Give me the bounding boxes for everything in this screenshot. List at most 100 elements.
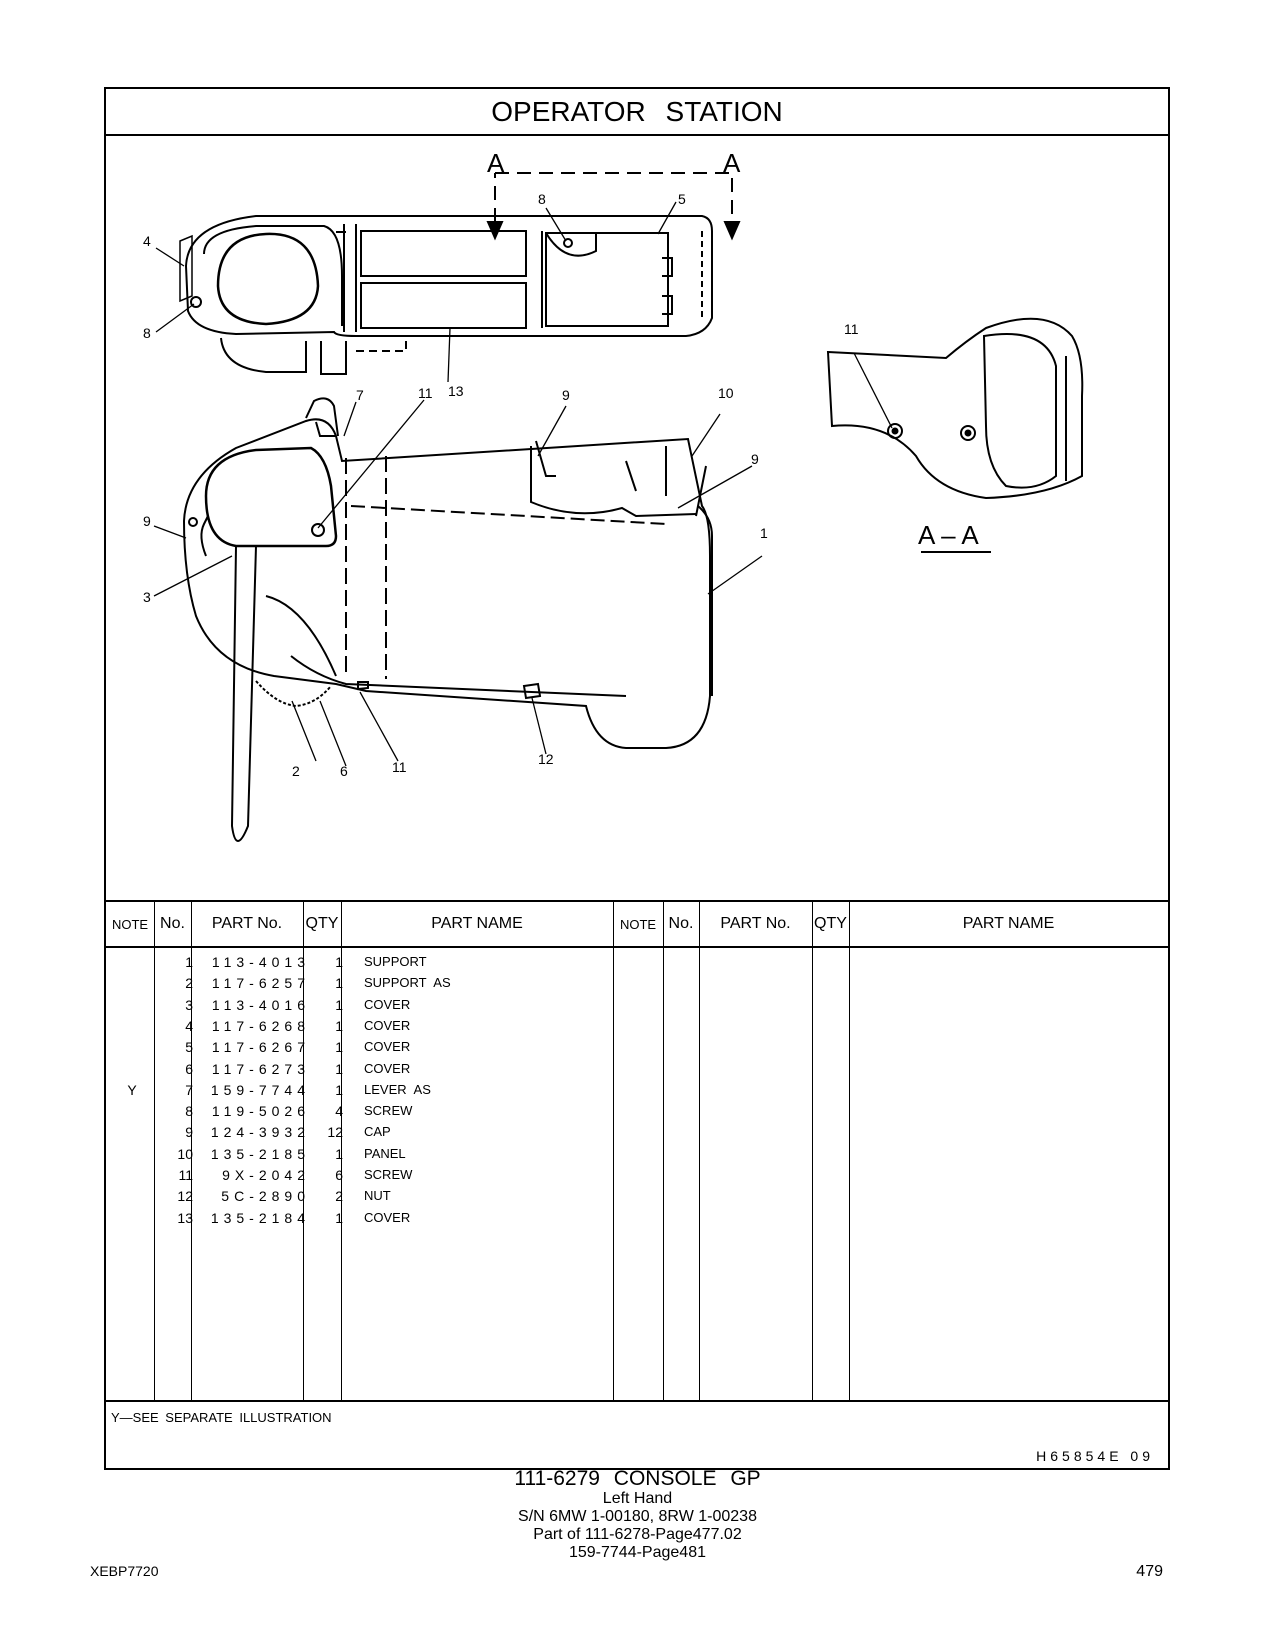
col-header-note-right: NOTE [619, 916, 657, 932]
console-drawing: A A A – A 4 8 8 5 13 7 11 9 10 9 9 3 1 2… [143, 148, 1084, 842]
footnote-area: Y—SEE SEPARATE ILLUSTRATION H65854E 09 [106, 1400, 1168, 1470]
section-marker-left: A [487, 148, 505, 178]
row-quantity: 1 [335, 954, 343, 970]
row-part-number: 119-5026 [211, 1103, 310, 1120]
col-divider [812, 902, 813, 1400]
col-divider [191, 902, 192, 1400]
col-header-qty: QTY [305, 915, 339, 932]
row-number: 8 [185, 1103, 193, 1120]
col-header-part-name-right: PART NAME [962, 915, 1055, 932]
col-header-qty-right: QTY [814, 915, 847, 932]
section-line [494, 172, 733, 222]
col-header-part-name: PART NAME [431, 915, 523, 932]
row-part-name: SUPPORT AS [364, 975, 451, 991]
row-part-name: PANEL [364, 1145, 406, 1161]
row-quantity: 1 [335, 975, 343, 992]
row-quantity: 1 [335, 1017, 343, 1034]
row-part-number: 113-4013 [211, 954, 310, 970]
row-quantity: 1 [335, 1145, 343, 1162]
col-header-part-no: PART No. [211, 915, 283, 932]
row-quantity: 1 [335, 996, 343, 1013]
row-part-name: SCREW [364, 1167, 413, 1182]
page-number: 479 [1136, 1563, 1163, 1580]
row-part-name: LEVER AS [364, 1081, 431, 1097]
section-marker-right: A [723, 148, 741, 178]
console-illustration: A A A – A 4 8 8 5 13 7 11 9 10 9 9 3 1 2… [106, 136, 1168, 900]
callout-11-upper: 11 [418, 385, 433, 401]
table-row: 8 119-5026 4 SCREW [106, 1101, 1168, 1123]
group-serials: S/N 6MW 1-00180, 8RW 1-00238 [518, 1508, 757, 1525]
group-parent-ref: Part of 111-6278-Page477.02 [533, 1526, 742, 1543]
callout-5: 5 [678, 191, 686, 207]
table-row: 10 135-2185 1 PANEL [106, 1144, 1168, 1166]
row-part-name: CAP [364, 1124, 391, 1140]
callout-8-top: 8 [143, 325, 151, 341]
section-aa-view [826, 317, 1084, 553]
row-part-number: 9X-2042 [222, 1167, 310, 1183]
col-header-no-right: No. [668, 915, 694, 932]
group-side: Left Hand [602, 1490, 673, 1507]
row-number: 3 [185, 996, 193, 1013]
console-top-view [179, 215, 713, 375]
section-label: A – A [918, 520, 979, 550]
lever-rod [230, 545, 257, 842]
row-number: 6 [185, 1060, 193, 1077]
row-quantity: 1 [335, 1039, 343, 1056]
callout-6: 6 [340, 763, 348, 779]
row-quantity: 4 [335, 1103, 343, 1120]
row-number: 11 [178, 1167, 193, 1183]
row-part-name: COVER [364, 1209, 411, 1225]
callout-leaders [153, 201, 893, 767]
row-part-name: SCREW [364, 1103, 413, 1119]
callout-11-lower: 11 [392, 759, 407, 775]
console-side-view [182, 397, 713, 842]
row-quantity: 6 [335, 1167, 343, 1183]
callout-12: 12 [538, 751, 554, 767]
row-quantity: 1 [335, 1060, 343, 1077]
group-title: 111-6279 CONSOLE GP [514, 1467, 761, 1490]
table-row: 11 9X-2042 6 SCREW [106, 1165, 1168, 1187]
row-number: 4 [185, 1017, 193, 1034]
callout-4: 4 [143, 233, 151, 249]
section-arrow-right [723, 221, 741, 241]
row-number: 5 [185, 1039, 193, 1056]
row-part-name: COVER [364, 1017, 411, 1033]
callout-9-left: 9 [143, 513, 151, 529]
row-part-name: COVER [364, 1060, 411, 1076]
row-part-number: 117-6268 [211, 1017, 310, 1034]
row-note: Y [127, 1081, 137, 1098]
row-quantity: 12 [327, 1124, 343, 1141]
row-part-number: 124-3932 [210, 1124, 310, 1141]
row-part-number: 117-6257 [211, 975, 310, 992]
row-part-number: 117-6273 [211, 1060, 310, 1077]
callout-13: 13 [448, 383, 464, 399]
callout-10: 10 [718, 385, 734, 401]
row-part-number: 159-7744 [210, 1081, 310, 1098]
col-divider [613, 902, 614, 1400]
row-part-name: SUPPORT [364, 954, 427, 969]
table-row: 5 117-6267 1 COVER [106, 1037, 1168, 1059]
illustration-code: H65854E 09 [1036, 1448, 1154, 1464]
col-header-part-no-right: PART No. [720, 915, 791, 932]
row-number: 13 [177, 1209, 193, 1226]
row-part-number: 5C-2890 [221, 1188, 310, 1205]
callout-3: 3 [143, 589, 151, 605]
row-number: 10 [177, 1145, 193, 1162]
col-divider [154, 902, 155, 1400]
row-part-number: 135-2185 [210, 1145, 310, 1162]
col-header-no: No. [160, 915, 185, 932]
row-part-number: 135-2184 [210, 1209, 310, 1226]
row-part-number: 113-4016 [211, 996, 310, 1013]
row-quantity: 2 [335, 1188, 343, 1205]
header-divider [106, 946, 1168, 948]
row-part-number: 117-6267 [211, 1039, 310, 1056]
row-part-name: COVER [364, 1039, 411, 1055]
row-part-name: COVER [364, 996, 411, 1012]
callout-9-right: 9 [751, 451, 759, 467]
col-divider [341, 902, 342, 1400]
table-row: 6 117-6273 1 COVER [106, 1059, 1168, 1081]
